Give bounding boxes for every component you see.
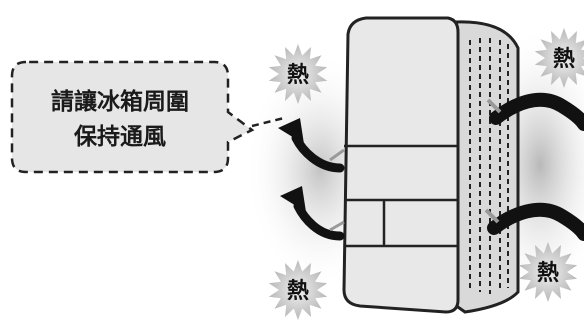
callout-line-1: 請讓冰箱周圍 [51,88,189,115]
heat-arrow-right-upper [486,92,584,131]
heat-label: 熱 [553,46,575,72]
refrigerator [342,16,520,314]
heat-label: 熱 [287,62,309,88]
heat-burst-bottom-right: 熱 [518,242,578,302]
callout-line-2: 保持通風 [73,123,166,150]
callout-pointer-dash [251,116,285,128]
starburst-shape [268,44,328,104]
heat-label: 熱 [537,260,559,286]
heat-arrow-left-lower [280,186,345,241]
starburst-shape [518,242,578,302]
fridge-front [342,16,460,314]
starburst-shape [534,28,584,88]
vent-slots [469,38,509,294]
heat-arrow-left-upper [278,118,345,173]
heat-burst-top-right: 熱 [534,28,584,88]
heat-burst-bottom-left: 熱 [268,260,328,320]
heat-arrow-right-lower [484,202,584,241]
starburst-shape [268,260,328,320]
heat-label: 熱 [287,278,309,304]
ventilation-callout: 請讓冰箱周圍 保持通風 [10,60,255,174]
heat-burst-top-left: 熱 [268,44,328,104]
